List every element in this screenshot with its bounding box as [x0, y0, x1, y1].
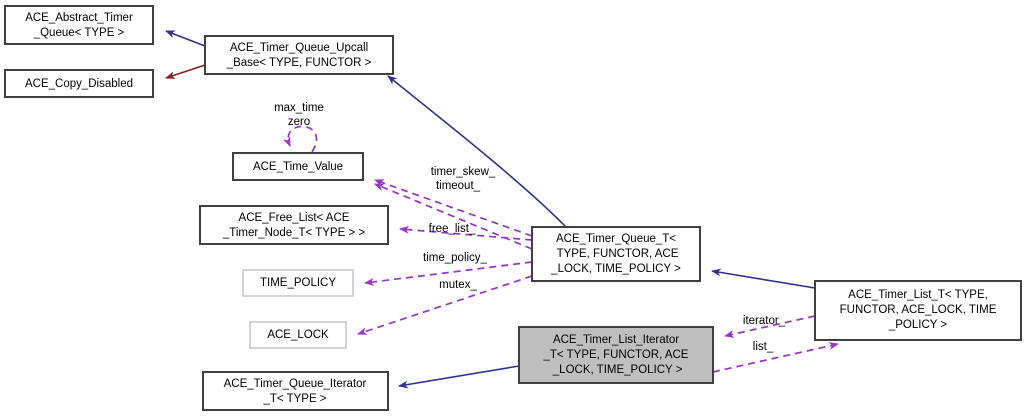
node-label-line: _Queue< TYPE >	[33, 27, 125, 39]
edge-mutex	[357, 275, 533, 335]
node-timer-list-t[interactable]: ACE_Timer_List_T< TYPE, FUNCTOR, ACE_LOC…	[814, 280, 1022, 341]
edge-layer	[165, 30, 839, 389]
edge-label-timeout: timeout_	[436, 180, 481, 192]
node-label-line: _LOCK, TIME_POLICY >	[550, 263, 681, 275]
edge-free-list	[399, 225, 533, 241]
node-abstract-timer-queue[interactable]: ACE_Abstract_Timer _Queue< TYPE >	[4, 5, 154, 45]
node-label-line: _T< TYPE, FUNCTOR, ACE	[543, 349, 689, 361]
edge-time-policy	[364, 261, 533, 286]
edge-iterator	[724, 315, 816, 338]
edge-label-timer-skew: timer_skew_	[431, 166, 496, 178]
node-timer-queue-iterator-t[interactable]: ACE_Timer_Queue_Iterator _T< TYPE >	[202, 371, 389, 411]
node-time-policy[interactable]: TIME_POLICY	[242, 269, 354, 297]
edge-label-zero: zero	[288, 116, 310, 128]
node-label-line: _Base< TYPE, FUNCTOR >	[226, 57, 372, 69]
node-label-line: ACE_Timer_Queue_T<	[556, 233, 676, 245]
node-layer: ACE_Abstract_Timer _Queue< TYPE > ACE_Co…	[4, 5, 1022, 411]
node-timer-queue-upcall-base[interactable]: ACE_Timer_Queue_Upcall _Base< TYPE, FUNC…	[204, 35, 394, 75]
node-label-line: TYPE, FUNCTOR, ACE	[554, 248, 679, 260]
edge-label-iterator: iterator_	[743, 315, 786, 327]
node-label-line: ACE_Timer_List_Iterator	[553, 334, 679, 346]
node-time-value[interactable]: ACE_Time_Value	[232, 152, 364, 181]
node-ace-lock[interactable]: ACE_LOCK	[249, 321, 347, 349]
node-label-line: TIME_POLICY	[260, 277, 336, 289]
node-label-line: _T< TYPE >	[262, 393, 326, 405]
edge-list-to-queue	[711, 268, 816, 289]
node-free-list[interactable]: ACE_Free_List< ACE _Timer_Node_T< TYPE >…	[199, 205, 389, 245]
edge-label-free-list: free_list_	[429, 223, 476, 235]
node-label-line: ACE_Time_Value	[253, 161, 343, 173]
node-label-line: _POLICY >	[888, 319, 948, 331]
node-label-line: ACE_Free_List< ACE	[239, 212, 350, 224]
edge-label-layer: max_time zero timer_skew_ timeout_ free_…	[274, 102, 786, 353]
node-label-line: ACE_Abstract_Timer	[25, 12, 133, 24]
node-label-line: _LOCK, TIME_POLICY >	[550, 364, 683, 376]
node-timer-queue-t[interactable]: ACE_Timer_Queue_T< TYPE, FUNCTOR, ACE _L…	[531, 226, 701, 282]
edge-label-max-time: max_time	[274, 102, 324, 114]
edge-label-list: list_	[753, 341, 774, 353]
node-label-line: ACE_Timer_List_T< TYPE,	[848, 289, 988, 301]
edge-label-mutex: mutex_	[439, 279, 477, 291]
edge-label-time-policy: time_policy_	[423, 252, 488, 264]
edge-timeout	[374, 183, 533, 250]
node-label-line: FUNCTOR, ACE_LOCK, TIME	[840, 304, 997, 316]
node-label-line: _Timer_Node_T< TYPE > >	[222, 227, 366, 239]
edge-upcall-to-abstract	[165, 30, 206, 47]
edge-queue-to-upcall	[387, 75, 567, 228]
node-label-line: ACE_Timer_Queue_Iterator	[224, 378, 367, 390]
node-copy-disabled[interactable]: ACE_Copy_Disabled	[4, 69, 154, 98]
node-label-line: ACE_LOCK	[267, 329, 329, 341]
node-timer-list-iterator-t[interactable]: ACE_Timer_List_Iterator _T< TYPE, FUNCTO…	[518, 326, 714, 384]
edge-time-value-self-loop	[282, 125, 318, 153]
node-label-line: ACE_Timer_Queue_Upcall	[230, 42, 368, 54]
node-label-line: ACE_Copy_Disabled	[25, 78, 133, 90]
edge-list	[712, 342, 839, 373]
edge-timer-skew	[374, 179, 533, 237]
edge-listiter-to-queueiter	[398, 365, 520, 389]
edge-upcall-to-copy-disabled	[165, 64, 206, 79]
